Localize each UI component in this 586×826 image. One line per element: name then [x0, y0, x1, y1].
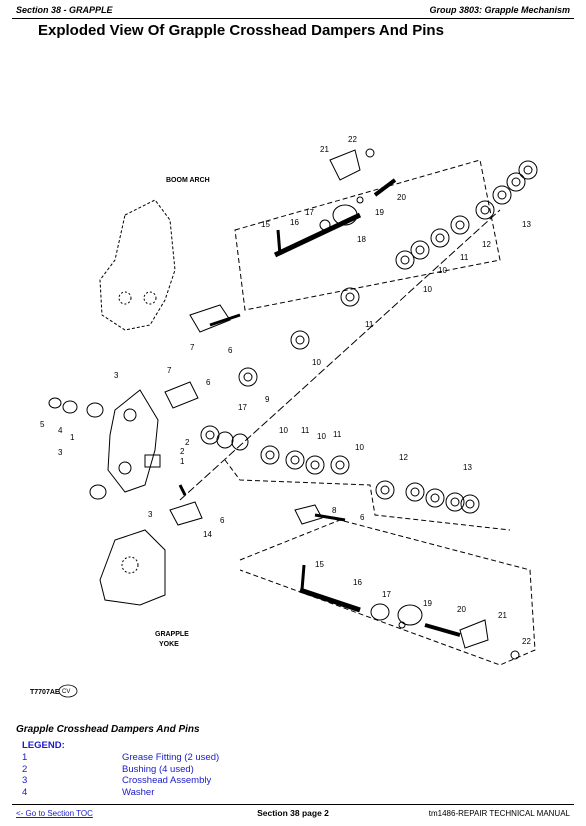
- callout: 2: [185, 438, 190, 447]
- legend-description: Grease Fitting (2 used): [122, 752, 220, 763]
- callout: 22: [348, 135, 357, 144]
- callout: 7: [190, 343, 195, 352]
- callout: 12: [399, 453, 408, 462]
- page-header: Section 38 - GRAPPLE Group 3803: Grapple…: [12, 4, 574, 19]
- callout: 10: [355, 443, 364, 452]
- cv-badge: CV: [62, 689, 70, 695]
- callout: 21: [320, 145, 329, 154]
- callout: 8: [332, 506, 337, 515]
- callout: 11: [333, 430, 342, 439]
- callout: 1: [180, 457, 185, 466]
- exploded-view-drawing: BOOM ARCH GRAPPLE YOKE T7707AE CV 22 21 …: [30, 135, 538, 698]
- callout: 3: [148, 510, 153, 519]
- manual-name: tm1486-REPAIR TECHNICAL MANUAL: [428, 809, 570, 818]
- callout: 13: [522, 220, 531, 229]
- callout: 11: [365, 320, 374, 329]
- legend-number: 3: [22, 775, 28, 786]
- toc-link[interactable]: <- Go to Section TOC: [16, 809, 93, 818]
- page-footer: <- Go to Section TOC Section 38 page 2 t…: [12, 804, 574, 821]
- legend-description: Washer: [122, 786, 155, 798]
- legend-row: 4 Washer: [22, 787, 219, 799]
- boom-arch-outline: [99, 199, 176, 331]
- callout: 17: [238, 403, 247, 412]
- page-title: Exploded View Of Grapple Crosshead Dampe…: [38, 22, 444, 39]
- callout: 3: [114, 371, 119, 380]
- callout: 10: [438, 266, 447, 275]
- callout: 10: [423, 285, 432, 294]
- callout: 19: [423, 599, 432, 608]
- callout: 16: [353, 578, 362, 587]
- callout: 16: [290, 218, 299, 227]
- legend-row: 1 Grease Fitting (2 used): [22, 752, 219, 764]
- callout: 2: [180, 447, 185, 456]
- callout: 10: [312, 358, 321, 367]
- callout: 10: [317, 432, 326, 441]
- callout: 15: [315, 560, 324, 569]
- grapple-yoke-label-line1: GRAPPLE: [155, 631, 189, 638]
- legend-number: 1: [22, 752, 28, 763]
- callout: 20: [397, 193, 406, 202]
- group-label: Group 3803: Grapple Mechanism: [429, 5, 570, 15]
- page-number: Section 38 page 2: [257, 808, 329, 818]
- callout: 9: [265, 395, 270, 404]
- callout: 19: [375, 208, 384, 217]
- legend-description: Bushing (4 used): [122, 763, 194, 775]
- callout: 17: [382, 590, 391, 599]
- callout: 12: [482, 240, 491, 249]
- callout: 6: [228, 346, 233, 355]
- callout: 6: [360, 513, 365, 522]
- callout: 4: [58, 426, 63, 435]
- grapple-yoke-label-line2: YOKE: [159, 641, 179, 648]
- legend-row: 3 Crosshead Assembly: [22, 775, 219, 787]
- callout: 14: [203, 530, 212, 539]
- figure-ref-code: T7707AE: [30, 689, 60, 696]
- figure-caption: Grapple Crosshead Dampers And Pins: [16, 724, 200, 735]
- callout: 6: [206, 378, 211, 387]
- boom-arch-label: BOOM ARCH: [166, 177, 210, 184]
- callout: 18: [357, 235, 366, 244]
- callout: 13: [463, 463, 472, 472]
- legend-number: 2: [22, 763, 28, 775]
- callout: 15: [261, 220, 270, 229]
- callout: 7: [167, 366, 172, 375]
- cv-badge-outline: [58, 684, 78, 698]
- callout: 6: [220, 516, 225, 525]
- callout: 20: [457, 605, 466, 614]
- callout: 5: [40, 420, 45, 429]
- callout: 11: [460, 253, 469, 262]
- callout: 17: [305, 208, 314, 217]
- section-label: Section 38 - GRAPPLE: [16, 5, 113, 15]
- exploded-view-figure: BOOM ARCH GRAPPLE YOKE T7707AE CV 22 21 …: [30, 120, 575, 710]
- callout: 22: [522, 637, 531, 646]
- legend-row: 2 Bushing (4 used): [22, 764, 219, 776]
- callout: 3: [58, 448, 63, 457]
- callout: 1: [70, 433, 75, 442]
- legend-heading: LEGEND:: [22, 740, 65, 751]
- legend: LEGEND: 1 Grease Fitting (2 used) 2 Bush…: [22, 740, 219, 798]
- callout: 11: [301, 426, 310, 435]
- legend-number: 4: [22, 786, 28, 798]
- callout: 21: [498, 611, 507, 620]
- callout: 10: [279, 426, 288, 435]
- legend-description: Crosshead Assembly: [122, 775, 212, 786]
